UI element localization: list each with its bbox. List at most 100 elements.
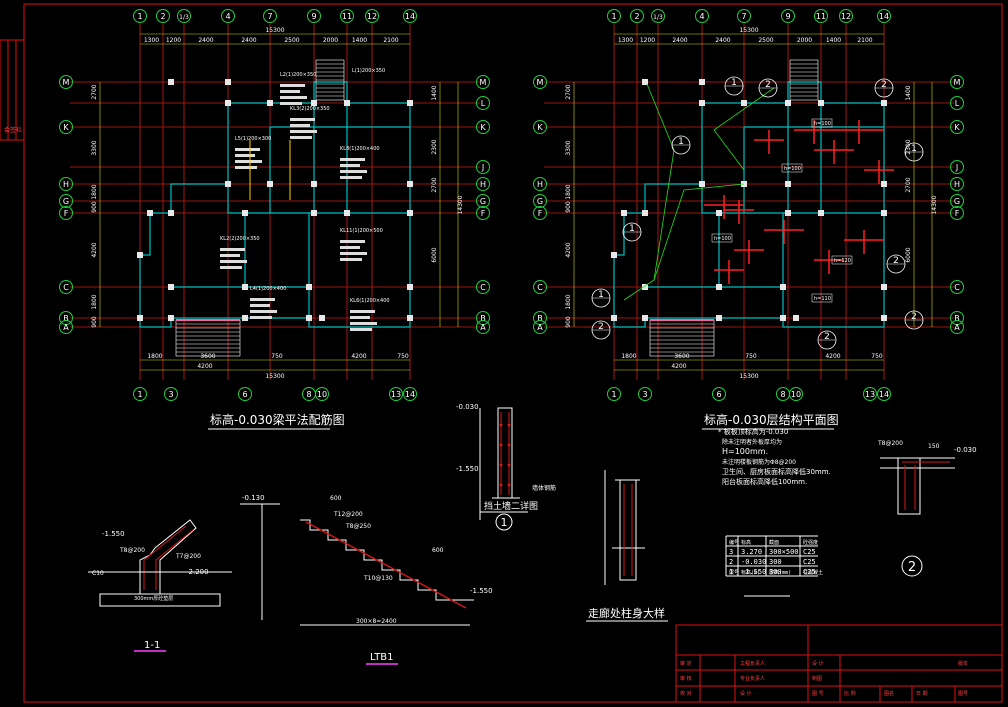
- axis-bubble: [533, 194, 547, 208]
- axis-label: 14: [405, 390, 415, 399]
- table-header: 标高: [741, 539, 751, 546]
- section-elev: -1.550: [102, 530, 125, 538]
- dim-text: 750: [271, 353, 283, 360]
- axis-bubble: [476, 96, 490, 110]
- axis-label: 9: [311, 12, 316, 21]
- column: [407, 210, 413, 216]
- dim-text: 1400: [352, 37, 367, 44]
- axis-bubble: [950, 160, 964, 174]
- axis-bubble: [476, 75, 490, 89]
- dim-total: 15300: [265, 27, 284, 34]
- rebar: [814, 140, 854, 164]
- axis-bubble: [476, 177, 490, 191]
- beam-label: KL2(2)200×350: [220, 236, 260, 242]
- axis-label: C: [954, 283, 960, 292]
- column: [881, 284, 887, 290]
- dimension-lines: [573, 33, 933, 371]
- beam-label-text: [340, 158, 365, 161]
- axis-label: 7: [267, 12, 272, 21]
- axis-label: K: [63, 123, 69, 132]
- table-cell: 300×500: [769, 548, 799, 556]
- room-label: h=120: [834, 258, 851, 264]
- beam-label-text: [235, 160, 262, 163]
- axis-label: 3: [642, 390, 647, 399]
- axis-bubble: [950, 194, 964, 208]
- axis-label: 2: [634, 12, 639, 21]
- axis-label: F: [538, 209, 543, 218]
- dim-text: 2400: [715, 37, 730, 44]
- axis-bubble: [863, 387, 877, 401]
- title-block-label: 校 对: [680, 690, 692, 697]
- axis-label: 1: [611, 390, 616, 399]
- callout-number: 1: [678, 137, 684, 147]
- dim-text: 14300: [931, 195, 938, 214]
- axis-label: F: [64, 209, 69, 218]
- axis-bubble: [221, 9, 235, 23]
- column: [242, 210, 248, 216]
- note-line: 除未注明者外板厚均为: [722, 438, 782, 446]
- dim-text: 900: [565, 201, 572, 213]
- beam-label-text: [235, 154, 255, 157]
- axis-label: H: [537, 180, 543, 189]
- column: [168, 315, 174, 321]
- table-footer: 柱混凝土: [803, 569, 823, 576]
- beam-label-text: [235, 166, 257, 169]
- column: [306, 315, 312, 321]
- beam-label-text: [280, 90, 300, 93]
- dim-text: 1400: [826, 37, 841, 44]
- axis-bubble: [263, 9, 277, 23]
- axis-label: F: [955, 209, 960, 218]
- rebar: [794, 120, 834, 144]
- leader: [653, 183, 745, 281]
- beam-label-text: [220, 266, 242, 269]
- beam-label: KL3(2)200×350: [290, 106, 330, 112]
- column: [311, 100, 317, 106]
- section-1-1: -1.550 -2.200 T8@200 T7@200 C10 300mm厚砼垫…: [88, 519, 232, 652]
- column: [780, 315, 786, 321]
- axis-bubble: [177, 9, 191, 23]
- detail-callout-number: 1: [501, 516, 508, 529]
- table-header: 编号: [729, 539, 739, 546]
- beam-label-text: [340, 240, 365, 243]
- table-cell: -0.030: [741, 558, 766, 566]
- axis-label: C: [537, 283, 543, 292]
- axis-bubble: [315, 387, 329, 401]
- table-cell: 300: [769, 558, 782, 566]
- beam-label-text: [290, 118, 315, 121]
- dim-text: 6000: [431, 247, 438, 262]
- callout-number: 1: [598, 290, 604, 300]
- axis-label: M: [63, 78, 70, 87]
- axis-label: A: [954, 323, 960, 332]
- axis-label: 14: [405, 12, 415, 21]
- axis-label: G: [537, 197, 543, 206]
- dim-total: 15300: [739, 373, 758, 380]
- axis-label: 1: [137, 12, 142, 21]
- column: [699, 181, 705, 187]
- column: [137, 315, 143, 321]
- axis-bubble: [533, 280, 547, 294]
- dim-text: 900: [91, 201, 98, 213]
- beam-label: L(1)200×350: [352, 68, 385, 74]
- exterior-wall: [613, 81, 885, 328]
- axis-bubble: [403, 9, 417, 23]
- dim-text: 3300: [565, 140, 572, 155]
- dim-text: 4200: [565, 242, 572, 257]
- axis-bubble: [238, 387, 252, 401]
- beam-label-text: [340, 164, 360, 167]
- detail-elev: -0.030: [954, 446, 977, 454]
- beam-label-text: [250, 304, 270, 307]
- axis-bubble: [789, 387, 803, 401]
- dim-text: 2700: [905, 177, 912, 192]
- beam-label-text: [280, 96, 307, 99]
- elev-bottom: -1.550: [456, 465, 479, 473]
- axis-label: 6: [242, 390, 247, 399]
- axis-bubble: [476, 280, 490, 294]
- table-cell: -1.550: [741, 568, 766, 576]
- dimension-lines: [99, 33, 459, 371]
- dim-text: 1800: [91, 294, 98, 309]
- stairs: [175, 59, 345, 357]
- axis-label: M: [954, 78, 961, 87]
- table-cell: C25: [803, 568, 816, 576]
- callout-number: 2: [598, 322, 604, 332]
